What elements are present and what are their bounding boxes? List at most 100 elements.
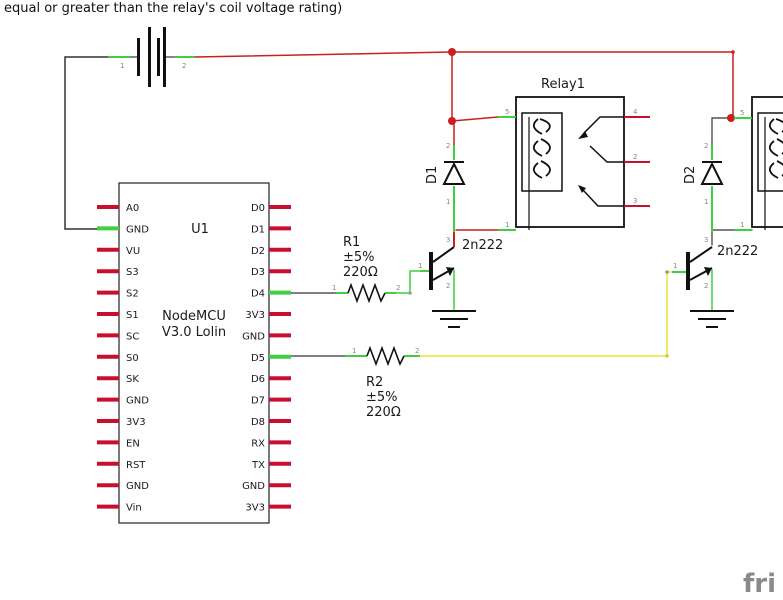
junction-rail-d2 (731, 50, 735, 54)
t2-pin-base: 1 (673, 262, 677, 270)
t1-pin-base: 1 (418, 262, 422, 270)
mcu-right-pin-label: D5 (251, 353, 265, 364)
mcu-right-pin-label: D2 (251, 246, 265, 257)
mcu-right-pin-label: GND (242, 331, 265, 342)
battery-plate-3 (157, 38, 160, 76)
junction-rail-d1 (448, 48, 456, 56)
mcu-right-pin-label: GND (242, 481, 265, 492)
mcu-right-pin-label: D6 (251, 374, 265, 385)
mcu-right-pin: D0 (251, 203, 291, 214)
header-note: equal or greater than the relay's coil v… (4, 1, 342, 16)
t1-pin-emitter: 2 (446, 282, 450, 290)
mcu-left-pin: S3 (97, 267, 139, 278)
mcu-right-pin: D6 (251, 374, 291, 385)
mcu-right-pin-label: 3V3 (245, 310, 265, 321)
mcu-left-pin: SK (97, 374, 139, 385)
r1-pin1-label: 1 (332, 284, 336, 292)
r2-pin2-label: 2 (415, 347, 419, 355)
mcu-left-pin-label: GND (126, 224, 149, 235)
mcu-left-pin-label: S3 (126, 267, 139, 278)
junction-d2-relay (727, 114, 735, 122)
t1-label: 2n222 (462, 238, 503, 253)
junction-yellow-corner (665, 354, 669, 358)
relay1-pin2-label: 2 (633, 153, 637, 161)
mcu-right-pin: D1 (251, 224, 291, 235)
t1-pin-collector: 3 (446, 236, 450, 244)
mcu-right-pin: TX (251, 460, 291, 471)
mcu-left-pin-label: S2 (126, 289, 139, 300)
mcu-left-pin: VU (97, 246, 140, 257)
relay1-contact-common (589, 145, 624, 163)
mcu-right-pin-label: D1 (251, 224, 265, 235)
mcu-left-pin-label: SK (126, 374, 139, 385)
battery-plate-2 (148, 27, 151, 87)
t2-base-bar (686, 252, 690, 290)
mcu-left-pin-label: Vin (126, 503, 142, 514)
d2-ref: D2 (683, 166, 698, 184)
mcu-left-pin: S2 (97, 289, 139, 300)
mcu-right-pin-label: RX (251, 438, 265, 449)
mcu-left-pin-label: RST (126, 460, 146, 471)
relay2-pin1-label: 1 (740, 221, 744, 229)
relay2-pin5-label: 5 (740, 109, 744, 117)
mcu-right-pin: D7 (251, 396, 291, 407)
t1-emitter-arrow (446, 267, 454, 276)
wire-gnd (64, 56, 109, 230)
r1-pin2-label: 2 (396, 284, 400, 292)
mcu-body (118, 182, 270, 524)
mcu-right-pin-label: D7 (251, 396, 265, 407)
junction-d1-relay (448, 117, 456, 125)
relay1-name: Relay1 (541, 77, 585, 92)
t2-emitter-arrow (704, 267, 712, 276)
ground-symbol-2 (690, 310, 734, 328)
relay-2: 5 1 (734, 96, 783, 231)
mcu-right-pin: 3V3 (245, 310, 291, 321)
battery-pin2-label: 2 (182, 62, 186, 70)
mcu-right-pin-label: D4 (251, 289, 265, 300)
t1-base-bar (429, 252, 433, 290)
r1-tolerance: ±5% (343, 250, 375, 265)
r2-tolerance: ±5% (366, 390, 398, 405)
d1-ref: D1 (425, 166, 440, 184)
relay1-coil (539, 118, 551, 177)
mcu-left-pin-label: A0 (126, 203, 139, 214)
mcu-left-pin-label: EN (126, 438, 140, 449)
r2-pin1-label: 1 (352, 347, 356, 355)
mcu-left-pin-label: SC (126, 331, 139, 342)
junction-r1-node (408, 291, 412, 295)
diode-d1: 2 1 D1 (425, 121, 466, 232)
mcu-left-pin: GND (97, 224, 149, 235)
transistor-t2: 1 3 2 2n222 (672, 236, 758, 290)
mcu-nodemcu: U1 NodeMCU V3.0 Lolin A0GNDVUS3S2S1SCS0S… (97, 182, 291, 524)
d2-pin-k: 1 (704, 198, 708, 206)
mcu-right-pin-label: D3 (251, 267, 265, 278)
junction-t2-base (665, 270, 669, 274)
r2-value: 220Ω (366, 405, 401, 420)
d1-pin-a: 2 (446, 142, 450, 150)
mcu-name-line2: V3.0 Lolin (162, 325, 226, 340)
mcu-right-pin-label: TX (251, 460, 265, 471)
t2-label: 2n222 (717, 244, 758, 259)
battery-plate-4 (163, 27, 166, 87)
r1-ref: R1 (343, 235, 360, 250)
relay1-coil-box (521, 112, 563, 192)
r1-value: 220Ω (343, 265, 378, 280)
relay1-pin5-label: 5 (505, 108, 509, 116)
mcu-left-pin: Vin (97, 503, 142, 514)
mcu-left-pin: S1 (97, 310, 139, 321)
wire-relay1-pin5 (451, 116, 499, 122)
t2-pin-collector: 3 (704, 236, 708, 244)
mcu-name-line1: NodeMCU (162, 309, 226, 324)
mcu-right-pin: GND (242, 481, 291, 492)
mcu-left-pin-label: VU (126, 246, 140, 257)
mcu-left-pin: S0 (97, 353, 139, 364)
d1-pin-k: 1 (446, 198, 450, 206)
wire-r1-base (395, 270, 421, 294)
mcu-right-pin: D2 (251, 246, 291, 257)
mcu-right-pin: D8 (251, 417, 291, 428)
mcu-left-pin: 3V3 (97, 417, 146, 428)
r2-ref: R2 (366, 375, 383, 390)
mcu-right-pin: D5 (251, 353, 291, 364)
